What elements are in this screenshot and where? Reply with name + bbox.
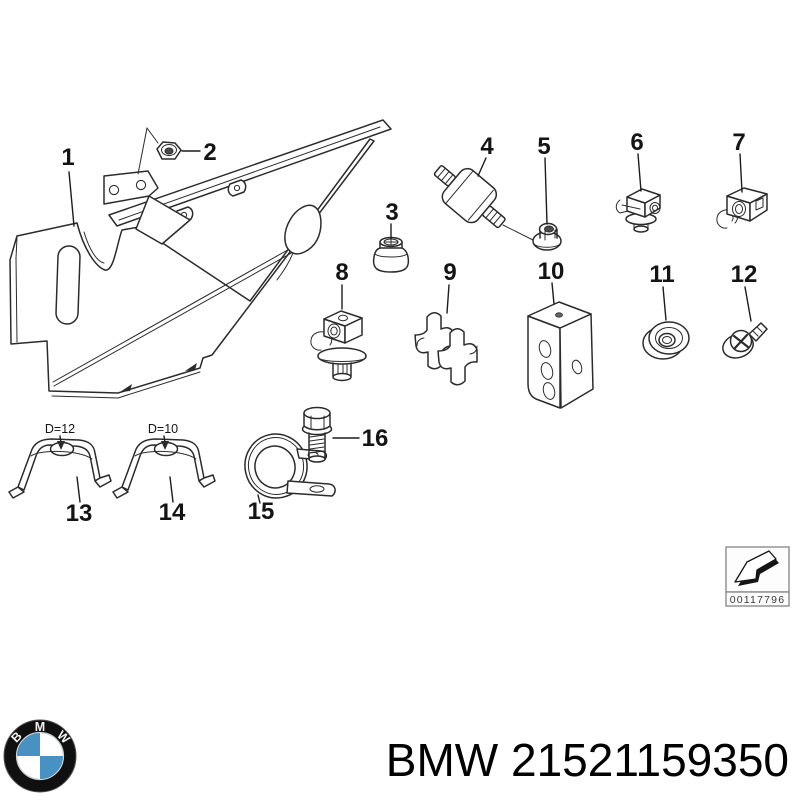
doc-code-field xyxy=(725,591,790,607)
part-7-clamp-drawing xyxy=(716,187,768,229)
part-1-heat-shield-drawing xyxy=(9,119,392,399)
part-2-callout: 2 xyxy=(203,139,216,166)
part-4-callout: 4 xyxy=(480,133,494,160)
part-10-callout: 10 xyxy=(538,258,565,285)
part-number-caption: BMW 21521159350 xyxy=(386,734,789,786)
part-4-damper-drawing xyxy=(433,165,506,229)
part-5-flange-nut-drawing xyxy=(532,222,562,251)
part-15-p-clamp-drawing xyxy=(244,433,336,499)
bmw-logo-quadrant-bl xyxy=(17,756,40,779)
part-16-callout: 16 xyxy=(362,425,389,452)
bmw-logo-quadrant-tr xyxy=(40,733,63,756)
part-10-leader-line xyxy=(551,282,555,305)
part-1-callout: 1 xyxy=(61,144,74,171)
part-9-leader-line xyxy=(446,284,450,314)
part-6-clamp-drawing xyxy=(615,188,661,233)
part-4-to-5-link-line xyxy=(502,224,536,242)
part-3-callout: 3 xyxy=(385,199,398,226)
part-15-leader-line xyxy=(257,494,261,504)
part-11-grommet-drawing xyxy=(642,321,690,360)
part-13-callout: 13 xyxy=(66,500,93,527)
part-9-callout: 9 xyxy=(443,259,456,286)
bmw-logo-quadrant-tl xyxy=(17,733,40,756)
part-14-callout: 14 xyxy=(159,499,186,526)
part-12-callout: 12 xyxy=(731,261,758,288)
direction-arrow-icon xyxy=(734,550,779,586)
part-9-spring-clip-drawing xyxy=(414,312,478,386)
part-10-bracket-drawing xyxy=(527,301,594,409)
bmw-logo-quadrant-br xyxy=(40,756,63,779)
part-3-grommet-drawing xyxy=(372,236,410,273)
part-7-callout: 7 xyxy=(732,129,745,156)
part-6-leader-line xyxy=(637,153,642,192)
part-14-diameter-label: D=10 xyxy=(148,422,178,436)
part-12-screw-drawing xyxy=(722,322,768,359)
part-11-callout: 11 xyxy=(649,261,674,288)
part-8-clamp-base-drawing xyxy=(310,310,367,382)
part-14-u-clamp-drawing xyxy=(112,435,216,499)
part-13-diameter-label: D=12 xyxy=(45,422,75,436)
part-12-leader-line xyxy=(744,286,752,322)
part-5-callout: 5 xyxy=(537,133,550,160)
bmw-logo: B M W xyxy=(3,719,77,793)
part-14-leader-line xyxy=(169,476,174,503)
part-7-leader-line xyxy=(739,153,743,193)
bmw-logo-letter-m: M xyxy=(35,720,45,734)
doc-code-text: 00117796 xyxy=(730,594,786,606)
part-13-leader-line xyxy=(76,476,81,503)
part-8-callout: 8 xyxy=(335,259,348,286)
part-1-leader-line xyxy=(68,171,75,227)
part-6-callout: 6 xyxy=(630,129,643,156)
part-15-callout: 15 xyxy=(248,498,275,525)
part-5-leader-line xyxy=(544,157,548,225)
part-11-leader-line xyxy=(662,286,667,321)
part-13-u-clamp-drawing xyxy=(8,435,112,499)
part-2-hex-nut-drawing xyxy=(137,127,182,175)
doc-code-box: 00117796 xyxy=(725,546,790,607)
part-4-leader-line xyxy=(477,157,487,177)
part-16-hex-bolt-drawing xyxy=(301,406,333,463)
